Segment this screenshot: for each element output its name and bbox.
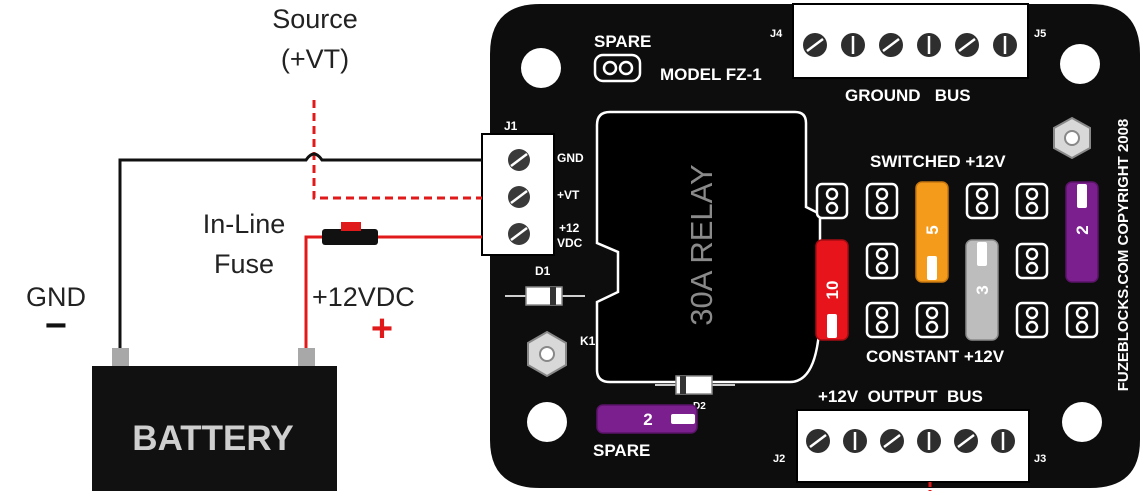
spare-fuse-value: 2 [643,410,652,429]
j1-vt-screw[interactable] [508,186,530,208]
mounting-hole-bottom-right [1062,402,1102,442]
spare-fuse-holder-top[interactable] [593,53,642,83]
j4-label: J4 [770,28,783,40]
mounting-hole-bottom-left [527,402,567,442]
d2-label: D2 [693,401,706,412]
fuse-red-label: 10 [823,281,842,300]
j1-vt-label: +VT [557,188,580,202]
source-label-line1: Source [272,4,358,34]
fuse-purple-2a[interactable]: 2 [1065,181,1099,283]
switched-12v-label: SWITCHED +12V [870,152,1006,171]
d1-label: D1 [535,264,551,278]
relay-k1 [595,110,822,384]
fuse-slot[interactable] [865,182,899,220]
fuse-gray-3a[interactable]: 3 [965,239,999,341]
diode-d1 [505,286,585,306]
spare-fuse-purple-bottom[interactable]: 2 [596,404,698,434]
hex-nut-left [527,330,567,378]
ground-bus-terminal-block [792,3,1029,79]
output-bus-terminal-block [796,409,1030,483]
source-vt-wire [312,100,482,200]
fuse-slot[interactable] [865,301,899,339]
k1-label: K1 [580,334,596,348]
output-bus-screw[interactable] [991,429,1015,453]
gnd-label: GND [26,282,86,312]
ground-bus-screw[interactable] [917,33,941,57]
fuse-slot[interactable] [1015,242,1049,280]
j1-12v-screw[interactable] [508,223,530,245]
fuse-slot[interactable] [915,301,949,339]
hex-nut-right [1053,116,1091,160]
ground-wire [118,152,482,355]
inline-fuse [322,222,378,245]
j1-gnd-screw[interactable] [508,149,530,171]
j1-gnd-label: GND [557,151,584,165]
plus12vdc-label: +12VDC [312,282,415,312]
fuse-slot[interactable] [1015,301,1049,339]
spare-bottom-label: SPARE [593,441,650,460]
copyright-label: FUZEBLOCKS.COM COPYRIGHT 2008 [1115,119,1132,392]
fuse-slot[interactable] [815,182,849,220]
output-bus-screw[interactable] [843,429,867,453]
positive-12v-wire [304,235,482,355]
minus-sign: − [45,305,67,347]
relay-label: 30A RELAY [684,164,719,325]
j3-label: J3 [1034,453,1046,465]
model-label: MODEL FZ-1 [660,65,762,84]
battery-label: BATTERY [132,419,293,458]
fuse-orange-5a[interactable]: 5 [915,181,949,283]
output-bus-screw[interactable] [806,429,830,453]
mounting-hole-top-right [1060,44,1100,84]
fuse-red-10a[interactable]: 10 [815,239,849,341]
fuse-orange-label: 5 [923,225,942,234]
spare-top-label: SPARE [594,32,651,51]
j1-vdc-label: VDC [557,236,583,250]
output-bus-screws [806,429,1015,453]
j5-label: J5 [1034,28,1046,40]
mounting-hole-top-left [521,48,561,88]
inline-fuse-label-line1: In-Line [203,209,286,239]
output-bus-screw[interactable] [954,429,978,453]
ground-bus-screw[interactable] [955,33,979,57]
ground-bus-screw[interactable] [993,33,1017,57]
fuse-slot[interactable] [1015,182,1049,220]
ground-bus-screw[interactable] [803,33,827,57]
source-label-line2: (+VT) [281,44,349,74]
ground-bus-screw[interactable] [879,33,903,57]
j1-label: J1 [504,119,518,133]
fuse-purple-label: 2 [1073,225,1092,234]
fuse-slot[interactable] [1065,301,1099,339]
output-bus-screw[interactable] [880,429,904,453]
j2-label: J2 [773,453,785,465]
plus-sign: + [371,308,393,350]
battery-negative-terminal [112,348,129,366]
battery-positive-terminal [298,348,315,366]
battery [92,348,337,491]
fuse-slot[interactable] [865,242,899,280]
fuse-gray-label: 3 [973,285,992,294]
output-bus-label: +12V OUTPUT BUS [818,387,983,406]
j1-12-label: +12 [559,221,580,235]
diode-d2 [655,375,735,395]
output-bus-screw[interactable] [917,429,941,453]
ground-bus-screws [803,33,1017,57]
ground-bus-label: GROUND BUS [845,86,971,105]
fuse-slot[interactable] [965,182,999,220]
constant-12v-label: CONSTANT +12V [866,347,1005,366]
inline-fuse-label-line2: Fuse [214,249,274,279]
ground-bus-screw[interactable] [841,33,865,57]
